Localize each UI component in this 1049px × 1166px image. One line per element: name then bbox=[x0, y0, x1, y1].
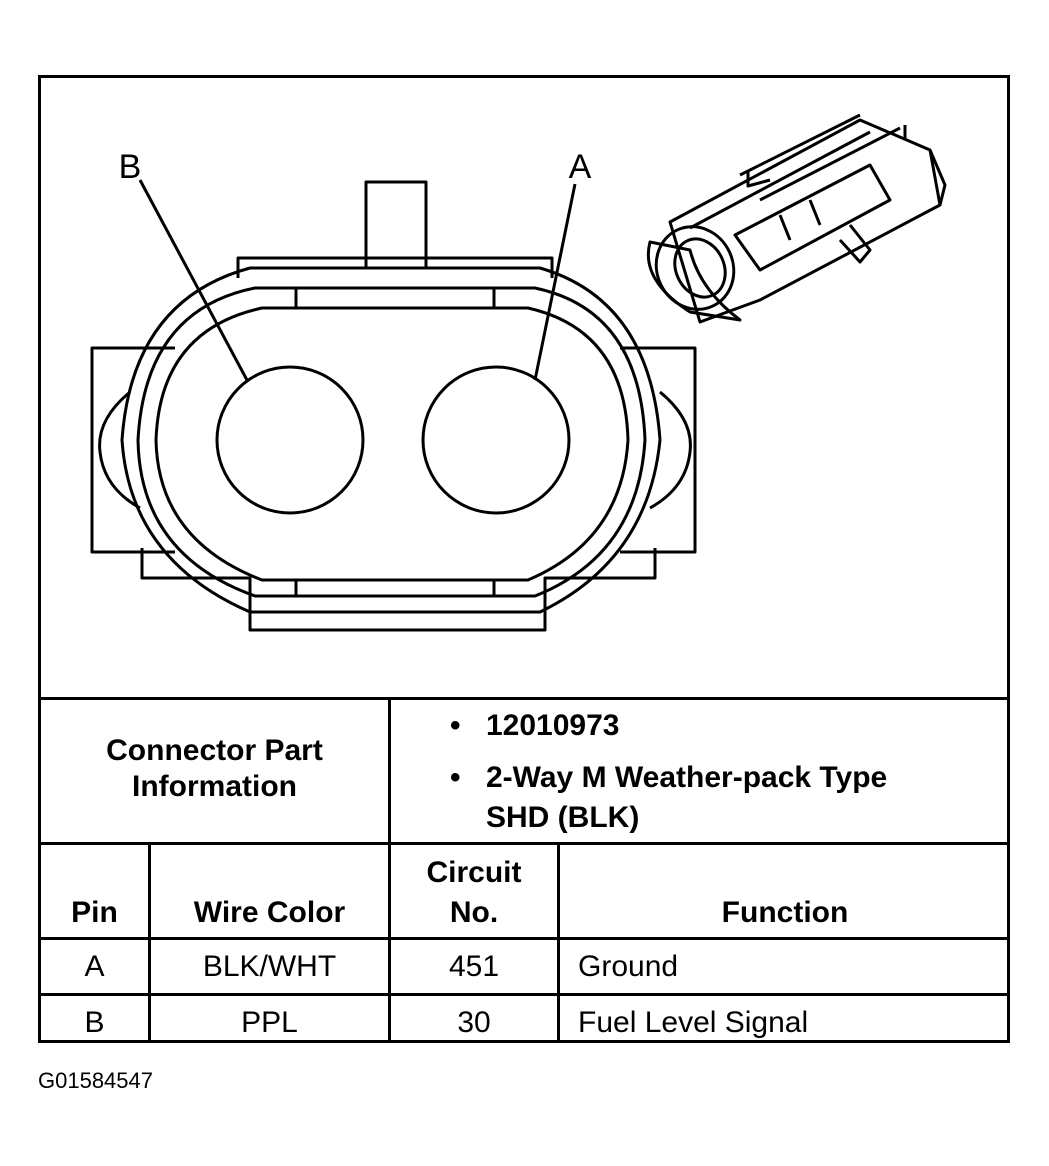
pin-cavity-b bbox=[215, 365, 365, 515]
bullet-1: • bbox=[450, 709, 461, 742]
row-b-circuit: 30 bbox=[457, 1006, 491, 1039]
row-a-wire-color: BLK/WHT bbox=[202, 950, 337, 983]
info-bottom-rule bbox=[38, 842, 1010, 845]
connector-right-ear bbox=[649, 390, 692, 510]
row-a-bottom-rule bbox=[38, 993, 1010, 996]
connector-info-label-line2: Information bbox=[132, 770, 297, 803]
leader-line-b bbox=[138, 179, 250, 383]
header-wire-color: Wire Color bbox=[193, 896, 346, 929]
row-a-pin: A bbox=[84, 950, 105, 983]
connector-3d-illustration bbox=[646, 113, 947, 324]
bullet-2: • bbox=[450, 761, 461, 794]
header-circuit-line1: Circuit bbox=[426, 856, 522, 889]
header-function: Function bbox=[721, 896, 849, 929]
header-circuit-line2: No. bbox=[449, 896, 499, 929]
connector-info-label-line1: Connector Part bbox=[106, 734, 323, 767]
connector-face-diagram: B A bbox=[90, 113, 947, 632]
pin-label-b: B bbox=[119, 148, 142, 186]
pin-label-a: A bbox=[569, 148, 592, 186]
leader-line-a bbox=[533, 183, 577, 381]
pin-cavity-a bbox=[421, 365, 571, 515]
row-b-wire-color: PPL bbox=[241, 1006, 298, 1039]
figure-frame bbox=[38, 75, 1010, 1043]
col-pin-divider bbox=[148, 842, 151, 1043]
connector-left-ear bbox=[98, 390, 141, 510]
row-a-circuit: 451 bbox=[448, 950, 500, 983]
header-bottom-rule bbox=[38, 937, 1010, 940]
header-pin: Pin bbox=[71, 896, 118, 929]
row-b-function: Fuel Level Signal bbox=[578, 1006, 809, 1039]
connector-bottom-skirt bbox=[140, 548, 657, 632]
connector-seal-outer bbox=[136, 286, 647, 598]
connector-type-line1: 2-Way M Weather-pack Type bbox=[486, 761, 888, 794]
row-b-pin: B bbox=[84, 1006, 105, 1039]
connector-right-block bbox=[620, 346, 697, 554]
connector-seal-inner bbox=[154, 306, 630, 582]
connector-outer-shell bbox=[120, 266, 662, 614]
connector-latch-tab bbox=[364, 180, 428, 268]
header-circuit: Circuit No. bbox=[391, 855, 557, 931]
row-a-function: Ground bbox=[578, 950, 679, 983]
info-divider bbox=[388, 697, 391, 1043]
connector-top-ledge bbox=[236, 256, 554, 278]
figure-id: G01584547 bbox=[38, 1068, 153, 1093]
connector-type-line2: SHD (BLK) bbox=[486, 801, 640, 834]
col-circuit-divider bbox=[557, 842, 560, 1043]
part-number: 12010973 bbox=[486, 709, 620, 742]
connector-left-block bbox=[90, 346, 175, 554]
table-top-rule bbox=[38, 697, 1010, 700]
connector-info-label: Connector Part Information bbox=[41, 733, 388, 805]
